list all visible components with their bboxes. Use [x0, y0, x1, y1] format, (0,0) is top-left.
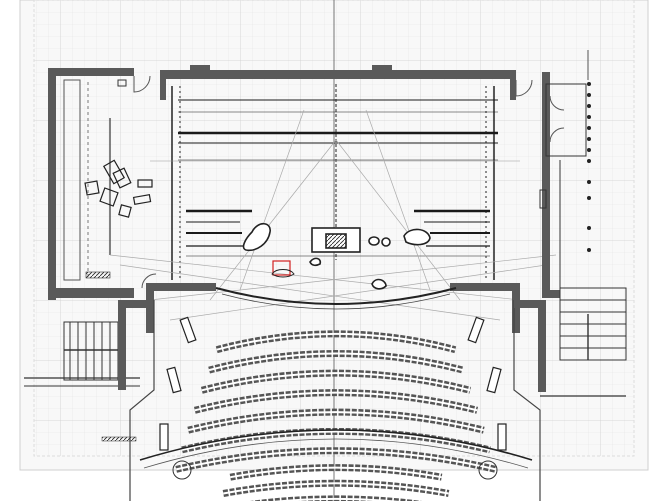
lower-seat-row-aisle-2	[208, 352, 464, 372]
upper-seat-row-aisle-2	[223, 482, 449, 495]
upper-seat-row-aisle-1	[230, 466, 442, 479]
lower-seat-row-aisle-6	[181, 430, 491, 451]
stair-right	[559, 287, 627, 361]
lower-seat-row-aisle-1	[216, 332, 456, 351]
left-wing-room	[48, 68, 157, 300]
balcony-front	[139, 429, 533, 480]
lower-seat-row-aisle-4	[194, 391, 478, 412]
sightlines	[109, 109, 557, 321]
side-boxes	[159, 316, 507, 451]
stage-house-walls	[160, 65, 533, 100]
seating-rows	[175, 330, 497, 501]
dot-column	[587, 82, 591, 252]
stage-battens	[150, 99, 520, 257]
wing-props	[84, 159, 153, 218]
upper-seat-row-aisle-3	[272, 497, 400, 501]
selection-marker[interactable]	[271, 260, 295, 278]
right-wing-room	[539, 50, 589, 298]
lower-seat-row-aisle-3	[201, 372, 471, 392]
lower-seat-row-aisle-7	[175, 449, 497, 471]
auditorium-walls	[101, 300, 626, 501]
lower-seat-row-aisle-5	[187, 411, 485, 432]
stage-props	[242, 222, 431, 290]
